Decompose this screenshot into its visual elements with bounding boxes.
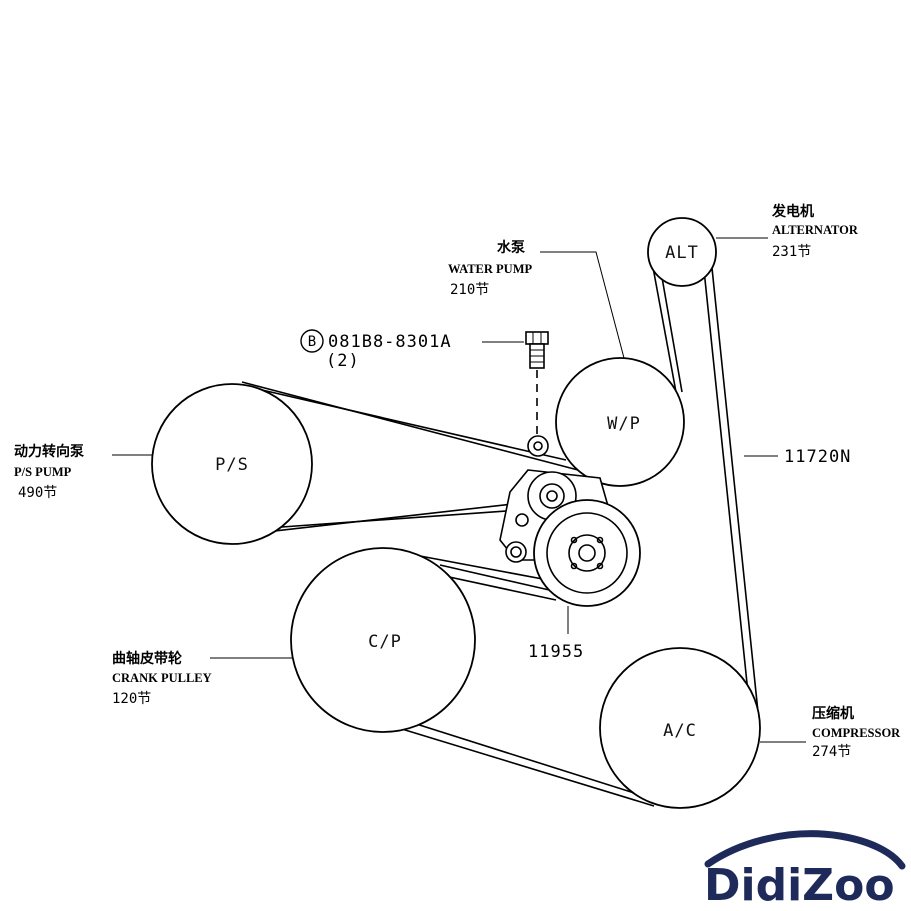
logo-text: DidiZoo <box>704 860 895 911</box>
idler-belt-part-number: 11955 <box>528 642 584 662</box>
bolt-part-number: 081B8-8301A <box>328 332 452 352</box>
bolt-qty: (2) <box>326 351 360 371</box>
alt-pulley: ALT <box>647 217 717 287</box>
wp-pulley-label: W/P <box>607 414 641 434</box>
idler-pulley <box>533 499 641 607</box>
water-pump-callout: 水泵 WATER PUMP 210节 <box>448 239 533 298</box>
water-pump-cn: 水泵 <box>497 239 525 256</box>
alternator-callout: 发电机 ALTERNATOR 231节 <box>771 203 859 260</box>
ps-pump-callout: 动力转向泵 P/S PUMP 490节 <box>14 443 84 501</box>
crank-pulley-qty: 120节 <box>112 691 151 707</box>
bolt-marker: B <box>308 334 316 350</box>
wp-pulley: W/P <box>555 357 685 487</box>
crank-pulley-cn: 曲轴皮带轮 <box>112 650 182 667</box>
ps-pump-en: P/S PUMP <box>14 465 72 479</box>
leader-lines <box>112 237 806 743</box>
alternator-cn: 发电机 <box>771 203 814 220</box>
cp-pulley-label: C/P <box>368 632 402 652</box>
bolt-callout: B 081B8-8301A (2) <box>300 329 452 371</box>
water-pump-qty: 210节 <box>450 282 489 298</box>
ps-pump-qty: 490节 <box>18 485 57 501</box>
compressor-qty: 274节 <box>812 744 851 760</box>
ps-pump-cn: 动力转向泵 <box>14 443 84 460</box>
alternator-en: ALTERNATOR <box>772 223 859 237</box>
ac-pulley: A/C <box>599 647 761 809</box>
main-belt <box>241 261 759 713</box>
bolt-icon <box>525 331 549 436</box>
alternator-qty: 231节 <box>772 244 811 260</box>
alt-pulley-label: ALT <box>665 243 699 263</box>
ps-pulley-label: P/S <box>215 455 249 475</box>
crank-pulley-callout: 曲轴皮带轮 CRANK PULLEY 120节 <box>112 650 212 707</box>
compressor-callout: 压缩机 COMPRESSOR 274节 <box>812 705 901 760</box>
main-belt-part-number: 11720N <box>784 447 851 467</box>
compressor-en: COMPRESSOR <box>812 726 901 740</box>
ac-pulley-label: A/C <box>663 721 697 741</box>
compressor-cn: 压缩机 <box>812 705 854 722</box>
water-pump-en: WATER PUMP <box>448 262 533 276</box>
crank-pulley-en: CRANK PULLEY <box>112 671 212 685</box>
didizoo-logo: DidiZoo <box>704 830 906 911</box>
cp-pulley: C/P <box>290 547 476 733</box>
ps-pulley: P/S <box>151 383 313 545</box>
